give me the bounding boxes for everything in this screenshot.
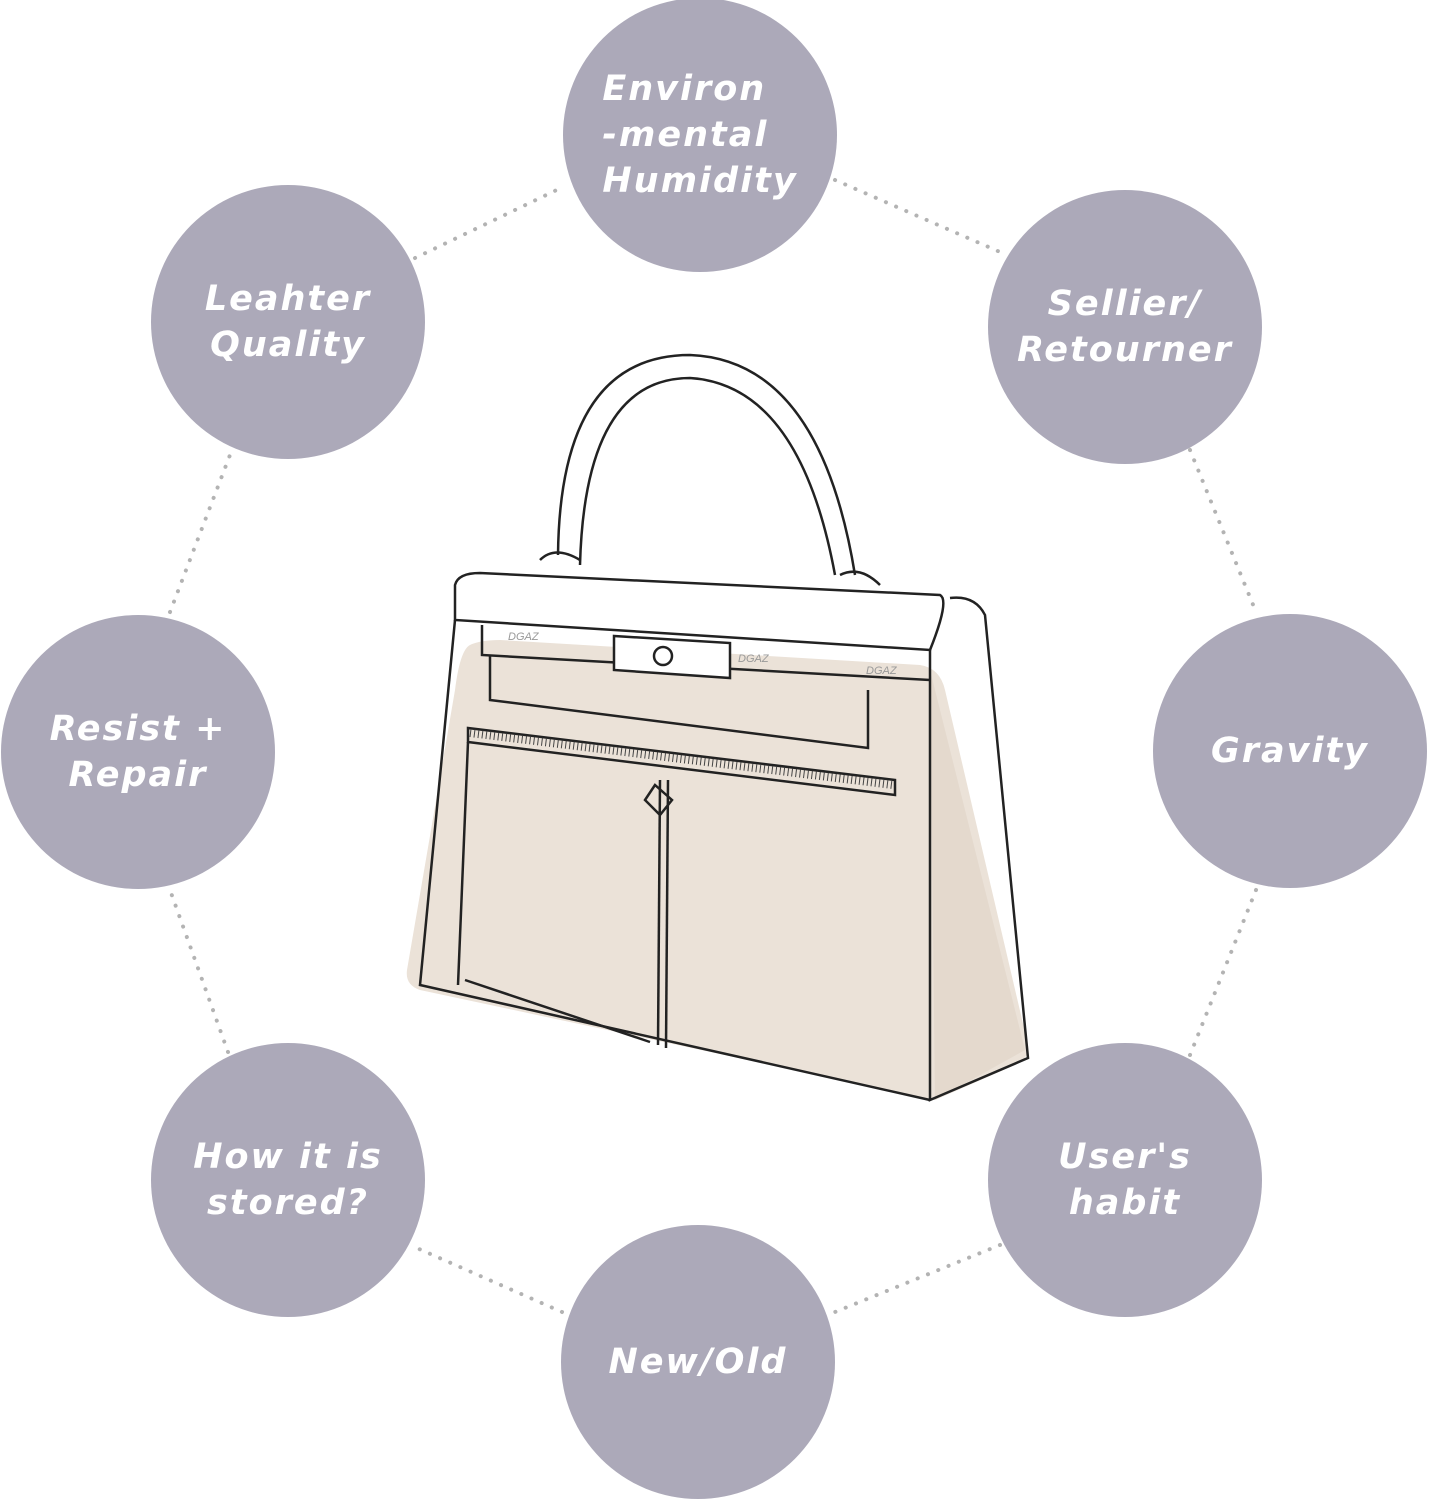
factor-sellier: Sellier/ Retourner <box>988 190 1262 464</box>
connector <box>168 888 230 1054</box>
factor-label: Resist + Repair <box>49 709 227 795</box>
factor-label: New/Old <box>608 1342 788 1382</box>
factor-resist-repair: Resist + Repair <box>1 615 275 889</box>
factor-gravity: Gravity <box>1153 614 1427 888</box>
factor-new-old: New/Old <box>561 1225 835 1499</box>
factor-storage: How it is stored? <box>151 1043 425 1317</box>
connector <box>833 178 1002 254</box>
factor-label: Sellier/ Retourner <box>1017 284 1233 370</box>
factor-leather-quality: Leahter Quality <box>151 185 425 459</box>
organizer-insert <box>406 640 1029 1100</box>
watermark: DGAZ <box>866 665 898 677</box>
connector <box>1188 448 1258 614</box>
watermark: DGAZ <box>508 631 540 643</box>
factor-humidity: Environ -mental Humidity <box>563 0 837 272</box>
factor-label: Environ -mental Humidity <box>602 69 798 201</box>
factor-label: Leahter Quality <box>204 279 372 365</box>
factor-label: Gravity <box>1211 731 1369 771</box>
factor-label: User's habit <box>1058 1137 1192 1223</box>
watermark: DGAZ <box>738 653 770 665</box>
factor-label: How it is stored? <box>193 1137 383 1223</box>
connector <box>1188 888 1258 1057</box>
factor-user-habit: User's habit <box>988 1043 1262 1317</box>
connector <box>833 1243 1002 1314</box>
